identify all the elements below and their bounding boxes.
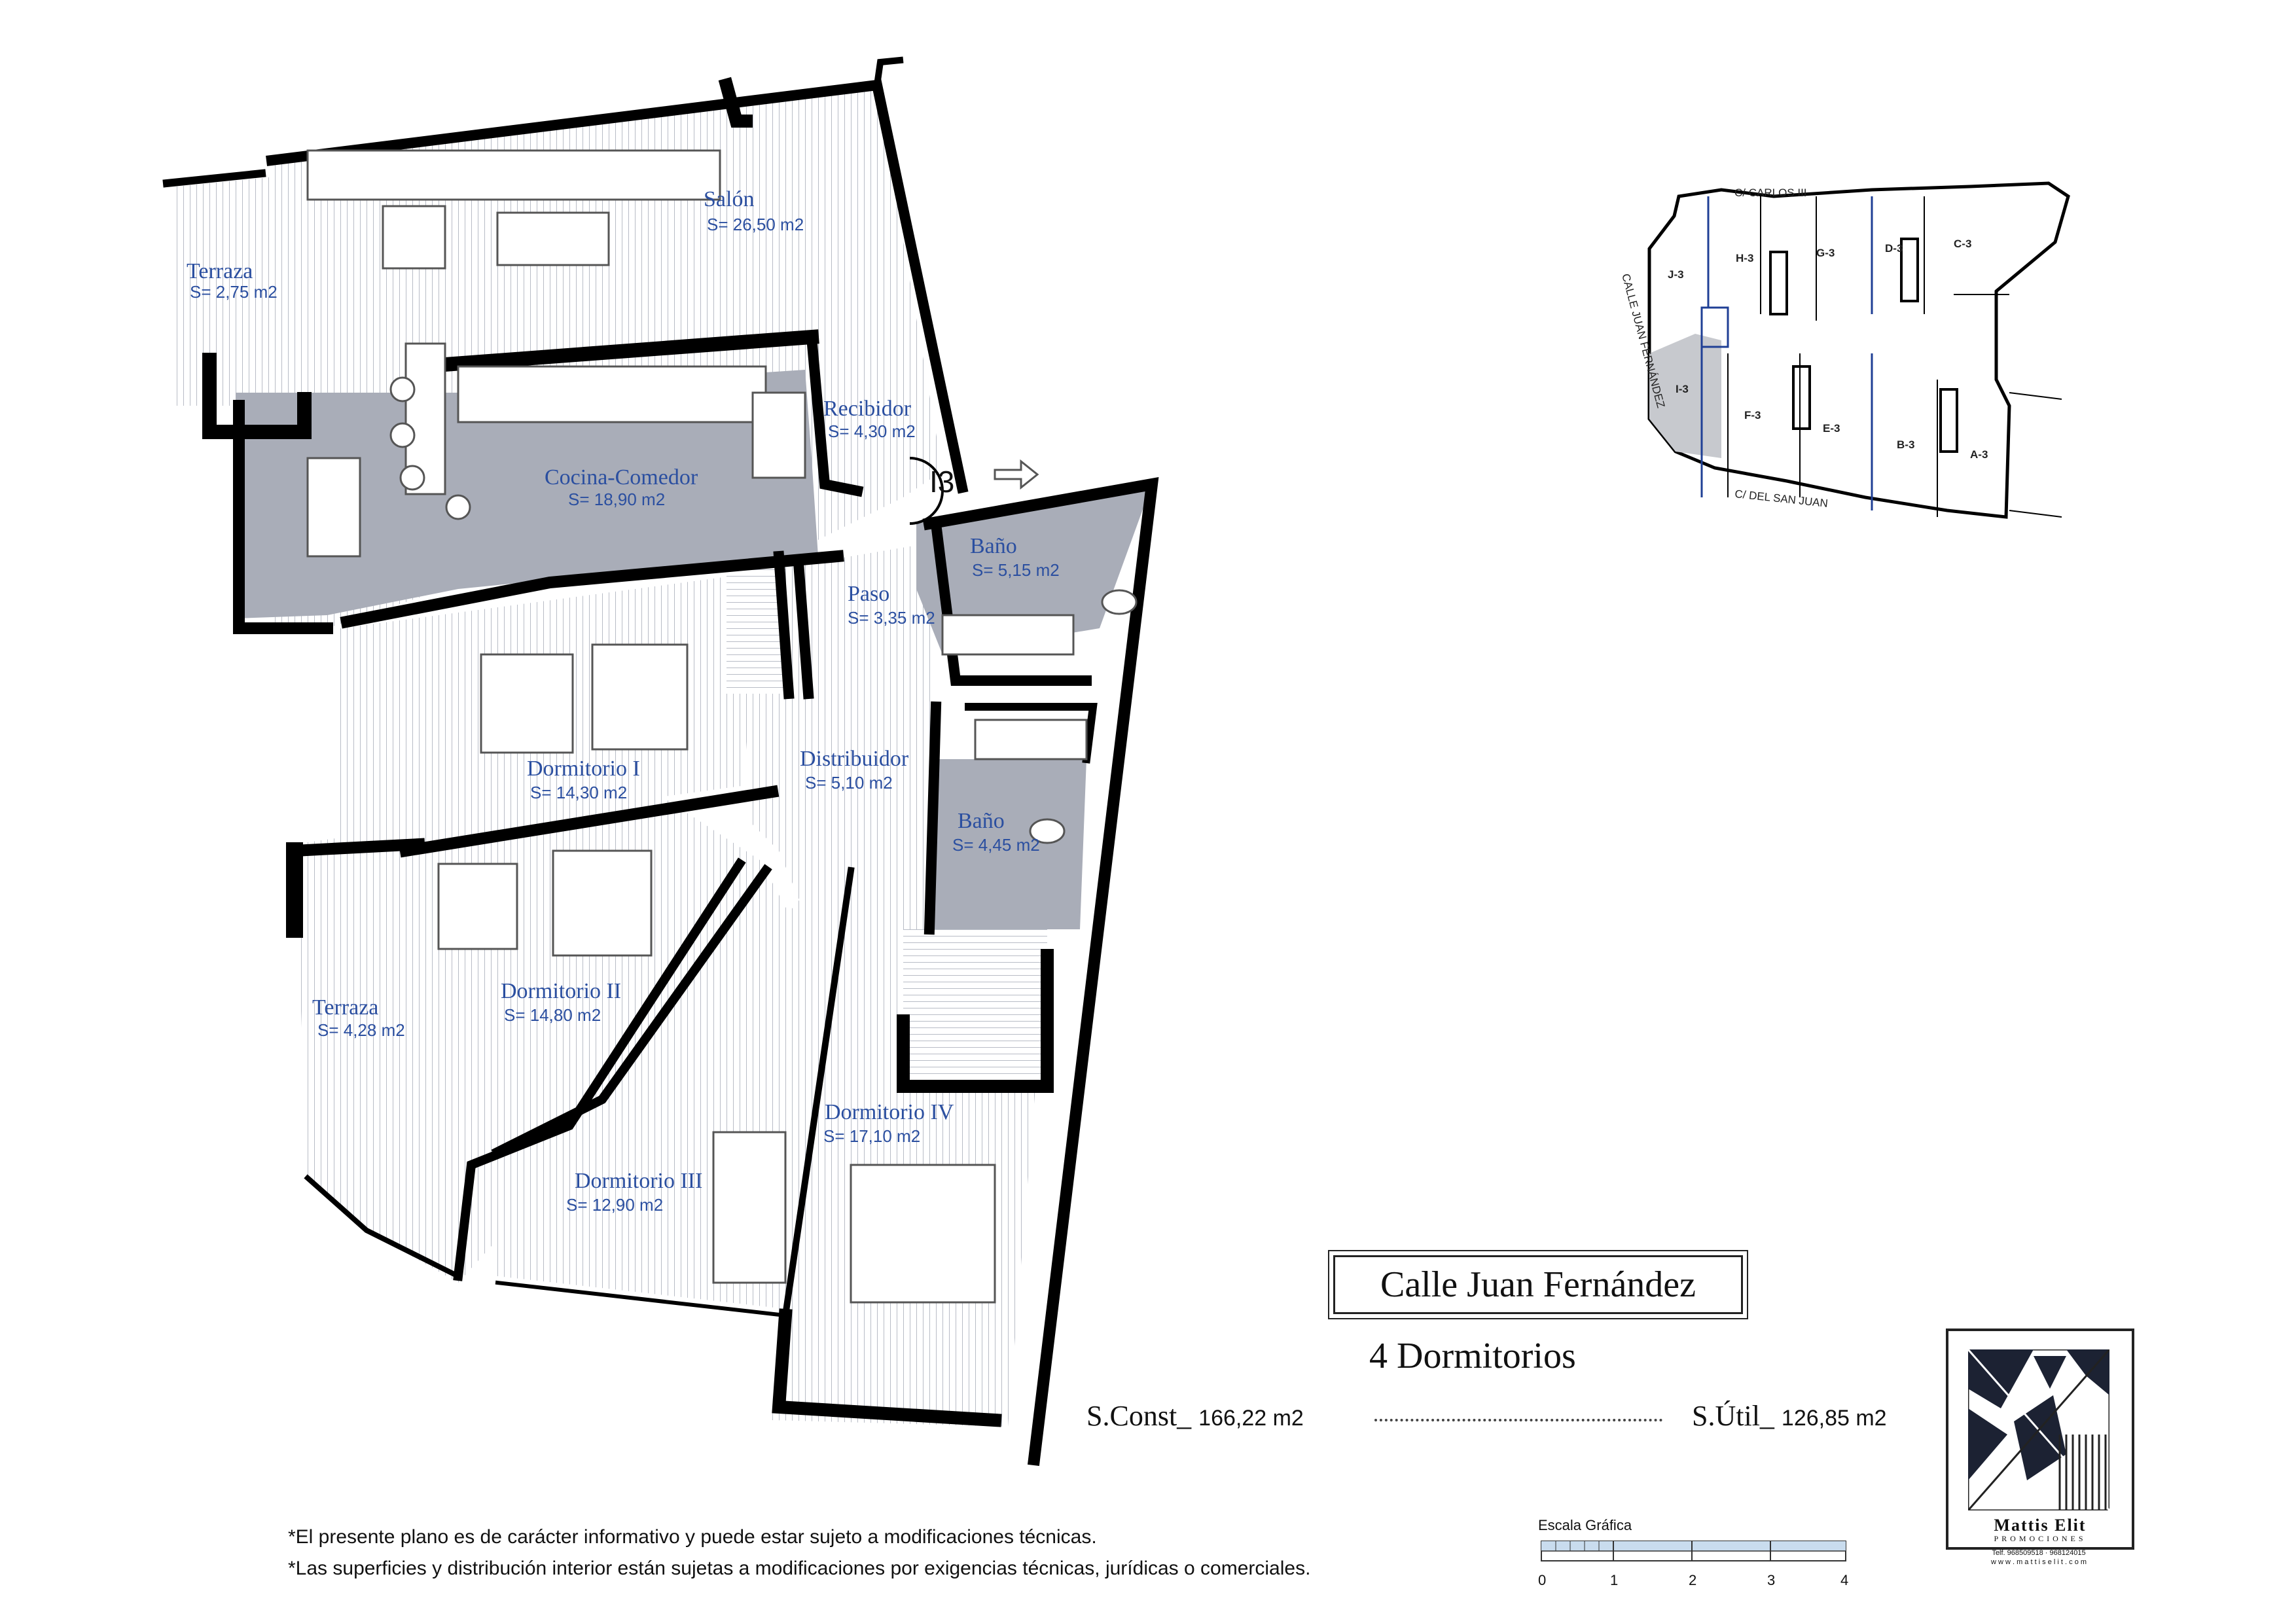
entrance-arrow-icon	[994, 459, 1039, 490]
brand-phone: Telf. 968509518 · 968124015	[1992, 1549, 2086, 1557]
room-area-terraza-1: S= 2,75 m2	[190, 282, 278, 302]
brand-logo: Mattis Elit PROMOCIONES	[1946, 1329, 2134, 1550]
address-title: Calle Juan Fernández	[1333, 1255, 1743, 1314]
room-area-paso: S= 3,35 m2	[848, 608, 935, 628]
room-area-bano-1: S= 5,15 m2	[972, 560, 1060, 580]
keyplan-unit-i3: I-3	[1676, 383, 1689, 395]
room-area-terraza-2: S= 4,28 m2	[317, 1020, 405, 1040]
scale-tick-0: 0	[1538, 1572, 1547, 1588]
room-name-distribuidor: Distribuidor	[800, 747, 909, 771]
keyplan-unit-g3: G-3	[1816, 247, 1835, 259]
brand-subtitle: PROMOCIONES	[1994, 1534, 2087, 1543]
furniture	[306, 149, 1138, 1304]
room-area-bano-2: S= 4,45 m2	[952, 835, 1040, 855]
room-area-distribuidor: S= 5,10 m2	[805, 773, 893, 793]
brand-contact: Telf. 968509518 · 968124015 w w w . m a …	[1931, 1548, 2147, 1567]
keyplan-unit-a3: A-3	[1970, 448, 1988, 461]
built-area: S.Const_ 166,22 m2	[1086, 1399, 1304, 1433]
keyplan-unit-e3: E-3	[1823, 422, 1840, 435]
room-area-recibidor: S= 4,30 m2	[828, 421, 916, 441]
built-area-value: 166,22 m2	[1198, 1406, 1304, 1431]
dotted-leader	[1374, 1419, 1662, 1421]
scale-tick-3: 3	[1767, 1572, 1776, 1588]
useful-area: S.Útil_ 126,85 m2	[1692, 1399, 1887, 1433]
room-name-bano-1: Baño	[970, 534, 1017, 558]
room-name-dormitorio-1: Dormitorio I	[527, 757, 640, 781]
room-name-terraza-2: Terraza	[312, 995, 378, 1020]
keyplan-unit-h3: H-3	[1736, 252, 1753, 264]
keyplan-unit-j3: J-3	[1668, 268, 1684, 281]
room-labels: Salón S= 26,50 m2 Terraza S= 2,75 m2 Rec…	[187, 187, 1060, 1215]
useful-area-label: S.Útil_	[1692, 1400, 1774, 1432]
built-area-label: S.Const_	[1086, 1400, 1192, 1432]
room-area-salon: S= 26,50 m2	[707, 215, 804, 234]
room-name-dormitorio-2: Dormitorio II	[501, 979, 621, 1003]
brand-name: Mattis Elit	[1994, 1516, 2087, 1535]
room-name-bano-2: Baño	[958, 809, 1005, 833]
room-name-salon: Salón	[704, 187, 754, 211]
useful-area-value: 126,85 m2	[1781, 1406, 1887, 1431]
unit-entrance: I3	[909, 457, 1039, 525]
room-name-cocina: Cocina-Comedor	[545, 465, 698, 490]
room-area-dormitorio-4: S= 17,10 m2	[823, 1126, 920, 1146]
scale-tick-2: 2	[1689, 1572, 1697, 1588]
room-area-cocina: S= 18,90 m2	[568, 490, 665, 509]
note-2: *Las superficies y distribución interior…	[288, 1558, 1311, 1579]
bedroom-count: 4 Dormitorios	[1369, 1336, 1576, 1376]
room-name-paso: Paso	[848, 582, 889, 606]
disclaimer-notes: *El presente plano es de carácter inform…	[288, 1522, 1310, 1584]
shaded-areas	[236, 370, 1152, 929]
room-name-terraza-1: Terraza	[187, 259, 253, 283]
keyplan-unit-d3: D-3	[1885, 242, 1903, 255]
scale-tick-4: 4	[1840, 1572, 1849, 1588]
unit-code: I3	[929, 465, 954, 499]
scale-bar	[1541, 1541, 1846, 1561]
keyplan-unit-b3: B-3	[1897, 438, 1914, 451]
room-area-dormitorio-2: S= 14,80 m2	[504, 1005, 601, 1025]
key-plan	[1647, 181, 2070, 519]
room-name-recibidor: Recibidor	[823, 397, 912, 421]
street-top: C/ CARLOS III	[1734, 187, 1807, 199]
keyplan-unit-f3: F-3	[1744, 409, 1761, 421]
street-bottom: C/ DEL SAN JUAN	[1734, 488, 1829, 510]
walls	[162, 56, 1159, 1467]
note-1: *El presente plano es de carácter inform…	[288, 1526, 1097, 1548]
room-area-dormitorio-3: S= 12,90 m2	[566, 1195, 663, 1215]
brand-logo-icon	[1968, 1349, 2109, 1510]
scale-tick-1: 1	[1610, 1572, 1619, 1588]
keyplan-unit-c3: C-3	[1954, 238, 1971, 250]
room-name-dormitorio-4: Dormitorio IV	[825, 1100, 954, 1124]
brand-web: w w w . m a t t i s e l i t . c o m	[1990, 1558, 2087, 1566]
room-name-dormitorio-3: Dormitorio III	[575, 1169, 702, 1193]
scale-label: Escala Gráfica	[1538, 1517, 1632, 1533]
room-area-dormitorio-1: S= 14,30 m2	[530, 783, 627, 802]
